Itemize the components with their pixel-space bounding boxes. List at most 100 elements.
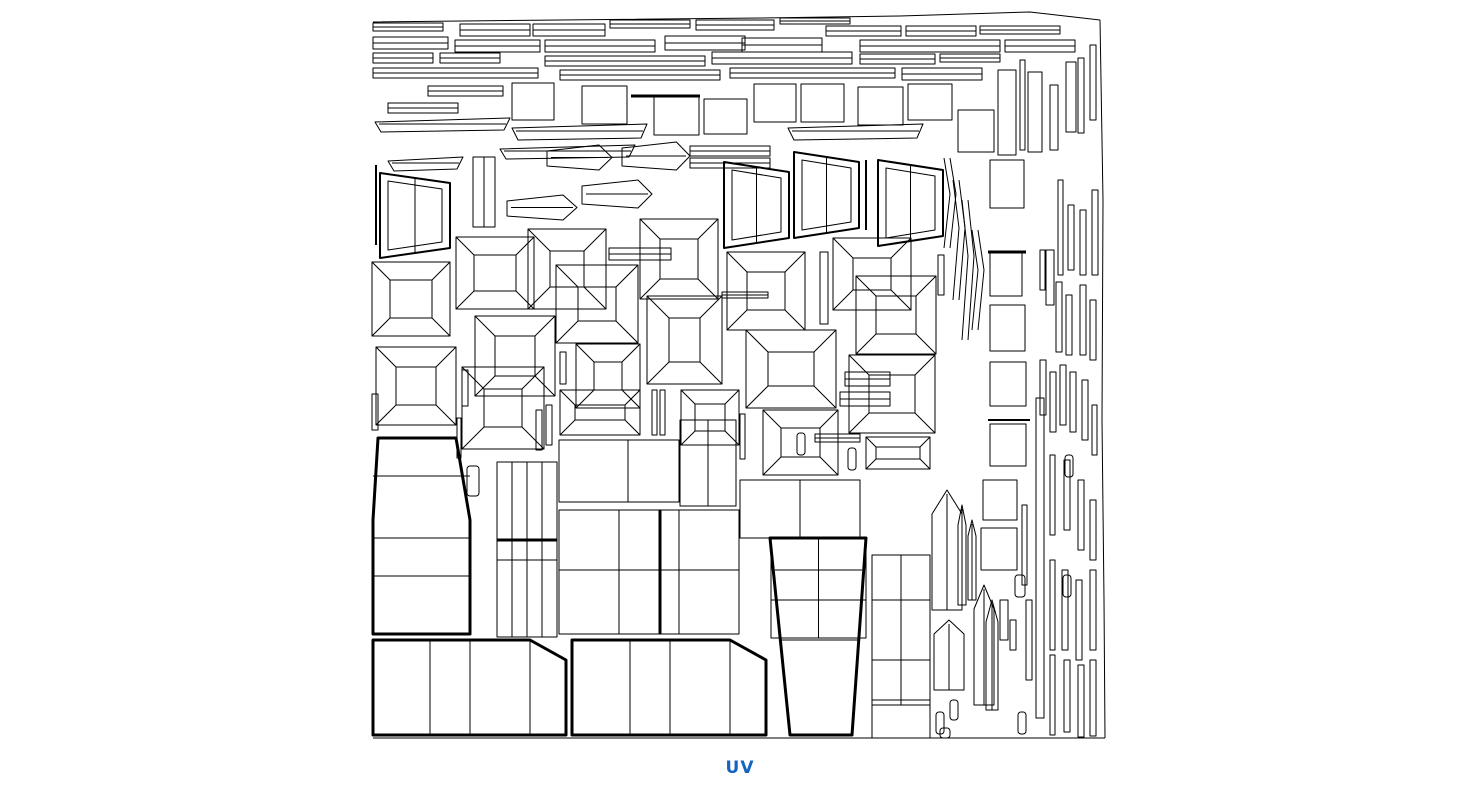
uv-island-158 — [375, 346, 397, 368]
uv-island-241 — [937, 254, 945, 296]
uv-island-80 — [546, 144, 613, 171]
uv-island-317 — [1077, 664, 1085, 738]
uv-island-268 — [371, 436, 472, 636]
uv-island-151 — [875, 295, 917, 335]
uv-island-133 — [659, 238, 699, 280]
uv-island-320 — [1021, 504, 1028, 586]
uv-caption: UV — [725, 758, 755, 778]
uv-island-297 — [1055, 281, 1063, 353]
uv-island-134 — [639, 218, 661, 240]
uv-island-346 — [952, 179, 960, 301]
uv-island-298 — [1065, 294, 1073, 356]
uv-island-161 — [375, 404, 397, 426]
uv-island-328 — [982, 479, 1018, 521]
uv-island-129 — [615, 264, 639, 288]
uv-island-152 — [855, 275, 877, 297]
uv-island-295 — [1091, 189, 1099, 276]
uv-island-296 — [1045, 249, 1055, 306]
uv-island-325 — [989, 304, 1026, 352]
uv-island-324 — [989, 251, 1023, 297]
uv-island-190 — [813, 385, 837, 409]
uv-island-68 — [989, 159, 1025, 209]
uv-island-220 — [919, 458, 931, 470]
uv-island-185 — [646, 361, 670, 385]
uv-island-82 — [621, 141, 691, 171]
uv-island-123 — [583, 228, 607, 252]
uv-island-212 — [680, 389, 696, 405]
uv-island-172 — [521, 426, 545, 450]
uv-island-214 — [724, 430, 740, 446]
uv-island-285 — [1027, 71, 1043, 153]
uv-island-208 — [819, 456, 839, 476]
uv-island-303 — [1059, 364, 1067, 426]
uv-island-60 — [581, 85, 628, 125]
uv-island-314 — [1089, 569, 1097, 651]
uv-island-300 — [1089, 299, 1097, 361]
uv-island-316 — [1063, 659, 1071, 733]
uv-island-347 — [958, 179, 966, 301]
uv-island-163 — [494, 335, 536, 377]
uv-island-202 — [624, 419, 641, 436]
uv-island-217 — [875, 446, 921, 460]
uv-islands-group — [371, 11, 1106, 739]
uv-island-164 — [474, 315, 496, 337]
uv-island-203 — [559, 419, 576, 436]
uv-island-171 — [521, 366, 545, 390]
uv-island-351 — [977, 229, 985, 331]
uv-island-78 — [387, 156, 464, 172]
uv-island-293 — [1067, 204, 1075, 271]
uv-island-139 — [746, 271, 786, 311]
uv-island-302 — [1049, 371, 1057, 433]
uv-island-357 — [1014, 574, 1026, 598]
uv-island-1 — [1099, 19, 1106, 739]
uv-island-207 — [819, 409, 839, 429]
uv-island-180 — [646, 295, 723, 385]
uv-island-113 — [371, 317, 391, 337]
uv-island-329 — [980, 527, 1018, 571]
uv-island-350 — [971, 229, 979, 331]
uv-island-315 — [1049, 654, 1056, 736]
uv-island-354 — [847, 447, 857, 471]
uv-island-166 — [534, 375, 556, 397]
uv-island-84 — [506, 194, 578, 221]
uv-island-294 — [1079, 209, 1087, 276]
uv-island-352 — [466, 465, 480, 497]
uv-island-263 — [558, 439, 680, 503]
uv-island-313 — [1075, 579, 1083, 661]
uv-island-193 — [868, 374, 916, 414]
uv-island-309 — [1077, 479, 1085, 551]
uv-island-287 — [1065, 61, 1077, 133]
uv-island-243 — [1039, 249, 1046, 291]
uv-island-160 — [435, 404, 457, 426]
uv-island-299 — [1079, 284, 1087, 356]
uv-island-280 — [768, 536, 868, 737]
uv-island-122 — [527, 228, 551, 252]
uv-island-206 — [762, 409, 782, 429]
uv-island-137 — [639, 278, 661, 300]
uv-island-304 — [1069, 371, 1077, 433]
uv-island-124 — [583, 286, 607, 310]
uv-island-286 — [1049, 84, 1059, 151]
uv-island-248 — [558, 509, 740, 635]
uv-island-149 — [832, 289, 854, 311]
uv-island-323 — [1009, 619, 1017, 651]
uv-island-276 — [570, 638, 768, 737]
uv-island-209 — [762, 456, 782, 476]
uv-island-61 — [653, 95, 700, 136]
uv-island-237 — [559, 351, 567, 385]
uv-island-355 — [1064, 454, 1074, 478]
uv-island-183 — [699, 295, 723, 319]
uv-island-307 — [1049, 454, 1056, 536]
uv-island-63 — [753, 83, 797, 123]
uv-island-112 — [431, 317, 451, 337]
uv-island-144 — [832, 237, 912, 311]
uv-island-99 — [801, 159, 852, 231]
uv-island-239 — [659, 389, 666, 436]
uv-island-153 — [915, 275, 937, 297]
uv-island-191 — [745, 385, 769, 409]
uv-island-205 — [780, 427, 821, 458]
uv-island-125 — [527, 286, 551, 310]
uv-island-310 — [1089, 499, 1097, 561]
uv-island-189 — [813, 329, 837, 353]
uv-island-195 — [914, 354, 936, 376]
